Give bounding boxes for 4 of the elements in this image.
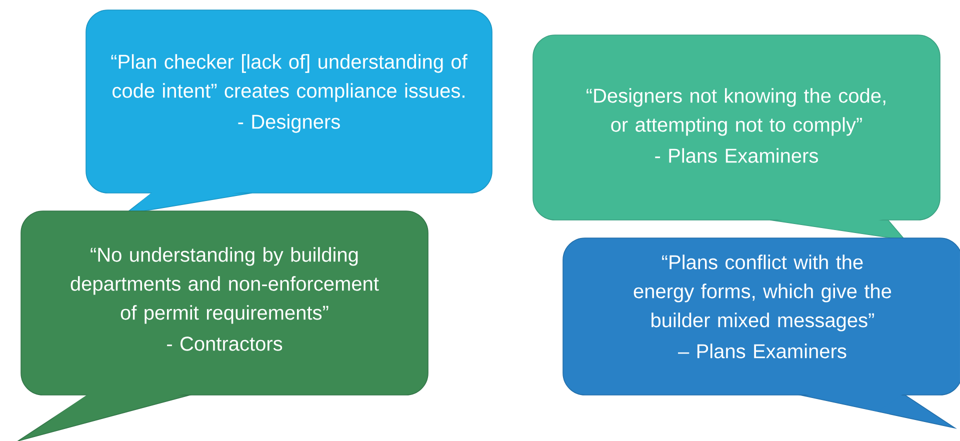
speech-bubble: “Designers not knowing the code, or attempting not to comply” - Plans Examiners <box>532 34 940 241</box>
speech-bubble: “No understanding by building departments and non-enforcement of permit requirements” - Contractors <box>16 210 428 441</box>
speech-bubble: “Plan checker [lack of] understanding of code intent” creates compliance issues. - Designers <box>86 10 492 215</box>
speech-bubble: “Plans conflict with the energy forms, which give the builder mixed messages” – Plans Examiners <box>562 238 960 429</box>
